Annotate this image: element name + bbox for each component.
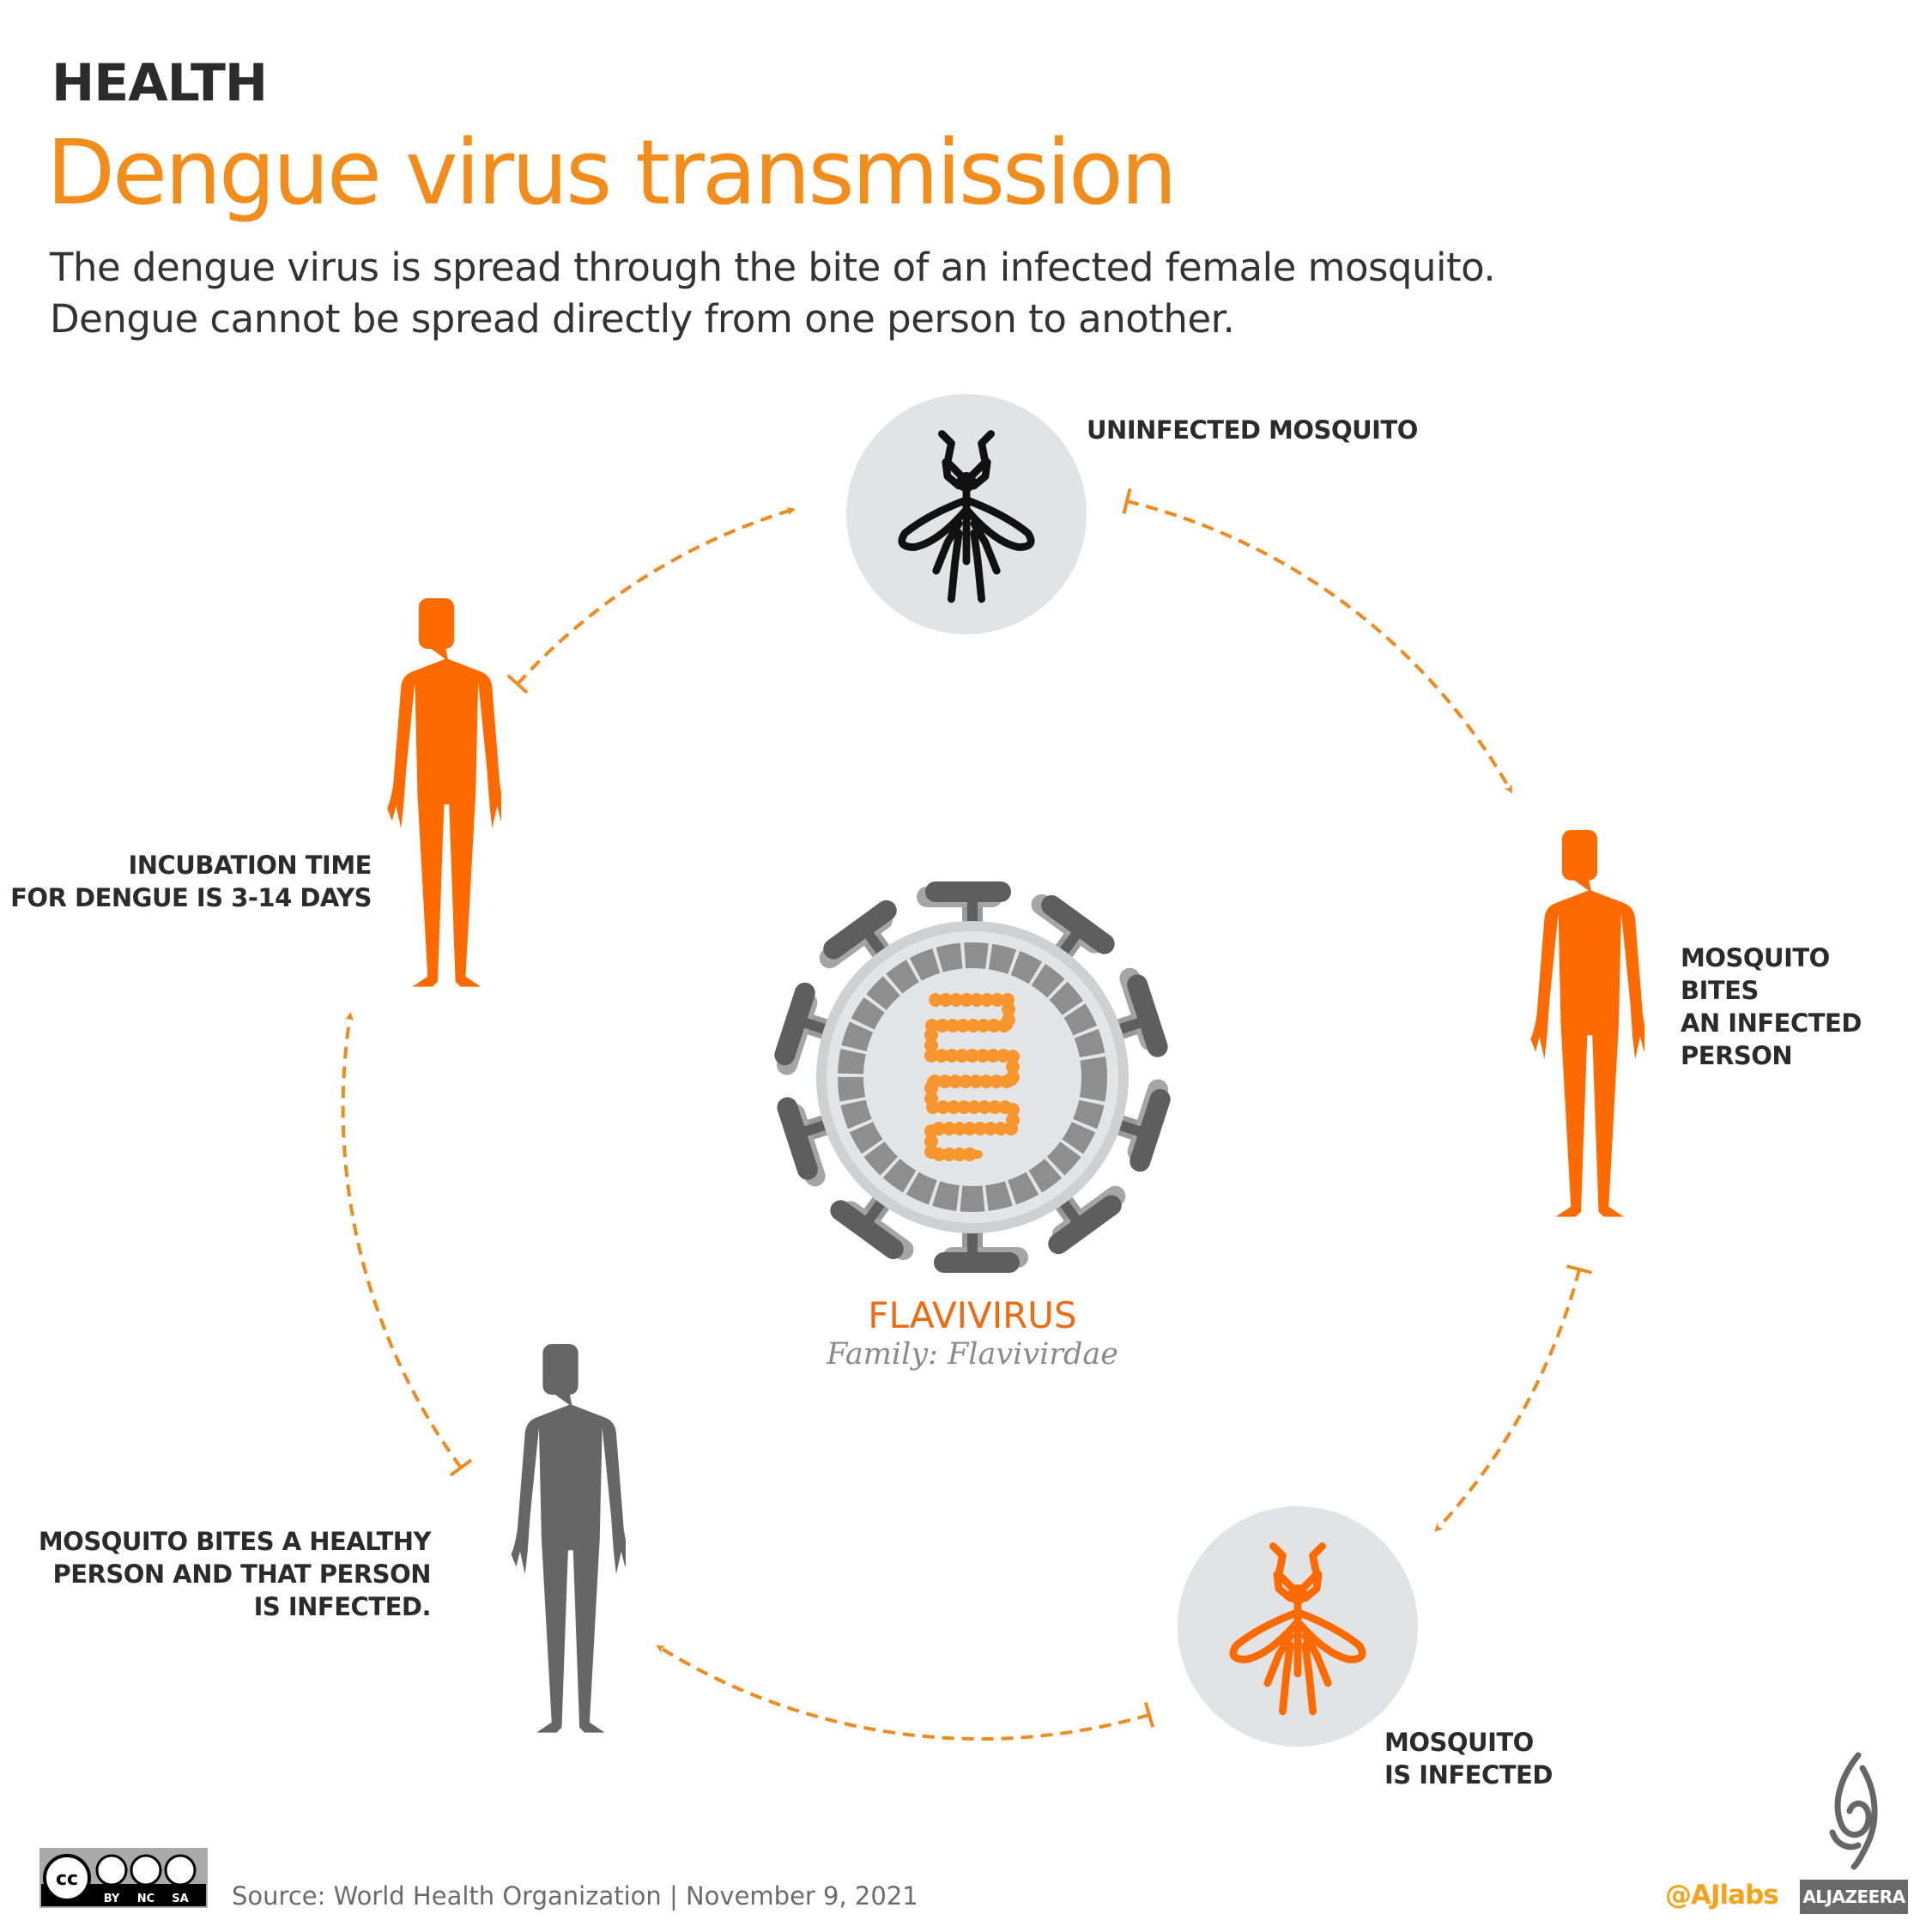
label-line: AN INFECTED [1681,1008,1862,1038]
by-text: BY [104,1893,120,1905]
subtitle: The dengue virus is spread through the b… [50,242,1496,345]
virus-spike [934,1219,1028,1273]
cc-by-nc-sa-icon: cc BY NC SA [41,1850,206,1905]
label-line: UNINFECTED MOSQUITO [1087,415,1418,445]
ajlabs-handle: @AJlabs [1665,1880,1779,1911]
label-line: MOSQUITO [1384,1728,1534,1757]
label-incubation: INCUBATION TIME FOR DENGUE IS 3-14 DAYS [10,849,372,914]
label-line: FOR DENGUE IS 3-14 DAYS [10,883,372,912]
subtitle-line: Dengue cannot be spread directly from on… [50,296,1235,342]
aljazeera-calligraphy-logo [1829,1752,1878,1870]
label-line: IS INFECTED [1384,1760,1553,1790]
virus-rna-strand [927,996,1017,1159]
label-line: PERSON AND THAT PERSON [52,1560,431,1589]
cycle-arrows [341,488,1593,1741]
label-line: MOSQUITO [1681,943,1830,972]
subtitle-line: The dengue virus is spread through the b… [50,245,1496,290]
virus-family: Family: Flavivirdae [826,1337,1119,1372]
virus-spike [830,1185,914,1261]
label-uninfected-mosquito: UNINFECTED MOSQUITO [1087,414,1418,446]
sa-text: SA [172,1893,188,1905]
arrow-healthy-to-incubation [341,1012,473,1477]
source-and-date: Source: World Health Organization | Nove… [232,1881,918,1911]
arrow-mosquito-to-infected-person [1122,488,1512,794]
label-bites-healthy-person: MOSQUITO BITES A HEALTHY PERSON AND THAT… [38,1525,432,1623]
creative-commons-badge: cc BY NC SA [39,1848,208,1908]
page-title: Dengue virus transmission [46,120,1178,225]
arrow-mosquito-to-healthy-person [656,1644,1155,1741]
aljazeera-brand: ALJAZEERA [1800,1880,1908,1914]
nc-text: NC [137,1893,154,1905]
incubating-person-icon [387,598,501,987]
label-mosquito-infected: MOSQUITO IS INFECTED [1384,1726,1553,1791]
arrow-infected-person-to-mosquito [1434,1264,1593,1532]
section-kicker: HEALTH [51,53,268,113]
label-line: MOSQUITO BITES A HEALTHY [38,1527,432,1556]
cc-text: cc [56,1868,78,1890]
healthy-person-icon [511,1344,626,1733]
arrow-incubation-to-mosquito [506,506,796,694]
label-line: IS INFECTED. [253,1592,432,1621]
virus-name: FLAVIVIRUS [868,1294,1077,1336]
virus-capsid [838,942,1107,1212]
label-line: PERSON [1681,1041,1793,1070]
label-line: BITES [1681,976,1759,1005]
label-bites-infected-person: MOSQUITO BITES AN INFECTED PERSON [1681,942,1862,1072]
infected-person-icon [1530,830,1644,1217]
label-line: INCUBATION TIME [128,851,372,880]
flavivirus-icon [774,881,1171,1273]
